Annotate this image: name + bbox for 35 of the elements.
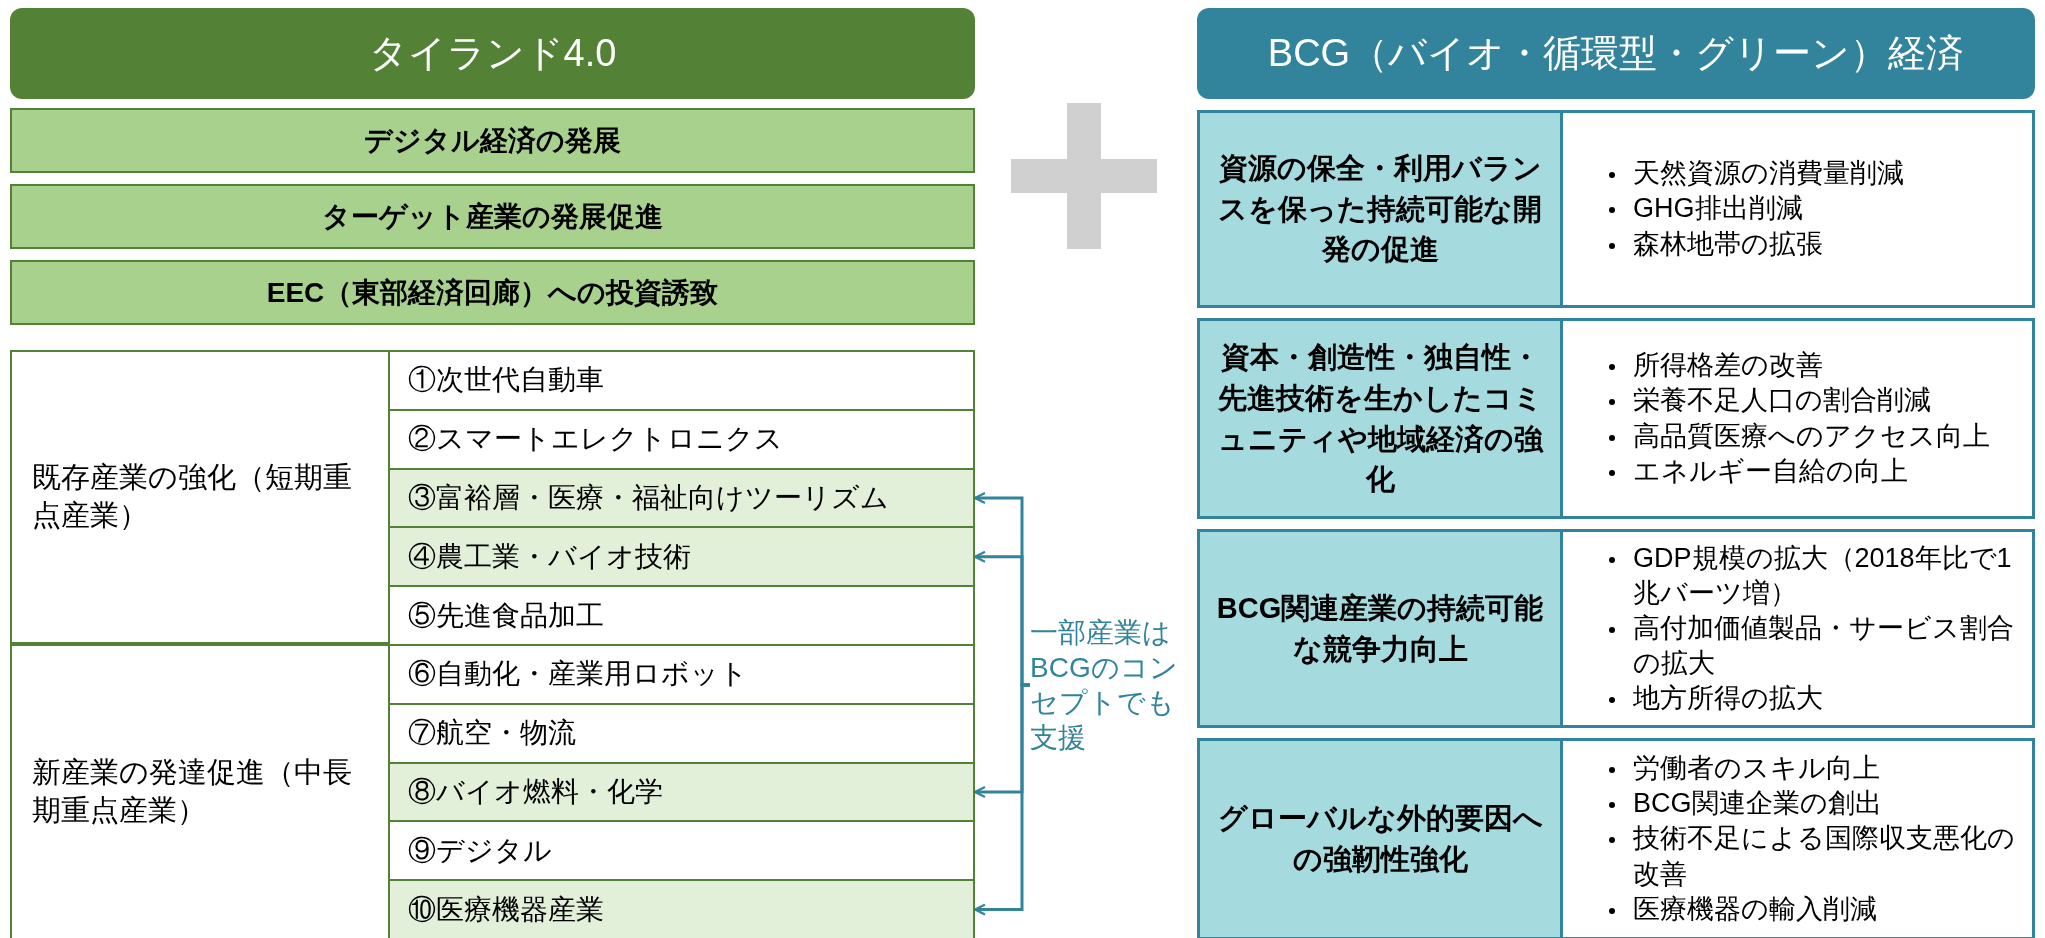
bullet-list-cell — [1560, 318, 2035, 519]
table-cell: グローバルな外的要因への強靭性強化 — [1197, 738, 1563, 938]
table-cell: ⑩医療機器産業 — [388, 879, 975, 938]
bullet-list-cell — [1560, 110, 2035, 308]
bullet-item: GDP規模の拡大（2018年比で1兆バーツ増） — [1603, 540, 2020, 611]
bullet-item: 栄養不足人口の割合削減 — [1603, 383, 1931, 419]
table-cell: 新産業の発達促進（中長期重点産業） — [10, 644, 390, 938]
goal-bar: EEC（東部経済回廊）への投資誘致 — [10, 260, 975, 325]
header-band: タイランド4.0 — [10, 8, 975, 99]
note-text: 一部産業はBCGのコンセプトでも支援 — [1030, 605, 1195, 765]
table-cell: 資本・創造性・独自性・先進技術を生かしたコミュニティや地域経済の強化 — [1197, 318, 1563, 519]
goal-bar: デジタル経済の発展 — [10, 108, 975, 173]
table-cell: ③富裕層・医療・福祉向けツーリズム — [388, 467, 975, 529]
bullet-list-cell — [1560, 529, 2035, 728]
bullet-item: BCG関連企業の創出 — [1603, 786, 1882, 822]
bullet-item: エネルギー自給の向上 — [1603, 453, 1908, 489]
bullet-item: 森林地帯の拡張 — [1603, 226, 1823, 262]
bullet-item: GHG排出削減 — [1603, 191, 1803, 227]
table-cell: ④農工業・バイオ技術 — [388, 526, 975, 588]
bullet-item: 高付加価値製品・サービス割合の拡大 — [1603, 610, 2020, 682]
table-cell: ①次世代自動車 — [388, 350, 975, 411]
table-cell: ⑧バイオ燃料・化学 — [388, 761, 975, 823]
bullet-item: 所得格差の改善 — [1603, 348, 1823, 384]
table-cell: 資源の保全・利用バランスを保った持続可能な開発の促進 — [1197, 110, 1563, 308]
header-band: BCG（バイオ・循環型・グリーン）経済 — [1197, 8, 2035, 99]
table-cell: 既存産業の強化（短期重点産業） — [10, 350, 390, 644]
bullet-item: 医療機器の輸入削減 — [1603, 891, 1877, 927]
bullet-list-cell — [1560, 738, 2035, 938]
goal-bar: ターゲット産業の発展促進 — [10, 184, 975, 249]
table-cell: BCG関連産業の持続可能な競争力向上 — [1197, 529, 1563, 728]
bullet-item: 技術不足による国際収支悪化の改善 — [1603, 821, 2020, 892]
bullet-item: 高品質医療へのアクセス向上 — [1603, 418, 1990, 454]
bullet-item: 地方所得の拡大 — [1603, 681, 1823, 717]
bullet-item: 労働者のスキル向上 — [1603, 751, 1880, 787]
bullet-item: 天然資源の消費量削減 — [1603, 156, 1904, 192]
